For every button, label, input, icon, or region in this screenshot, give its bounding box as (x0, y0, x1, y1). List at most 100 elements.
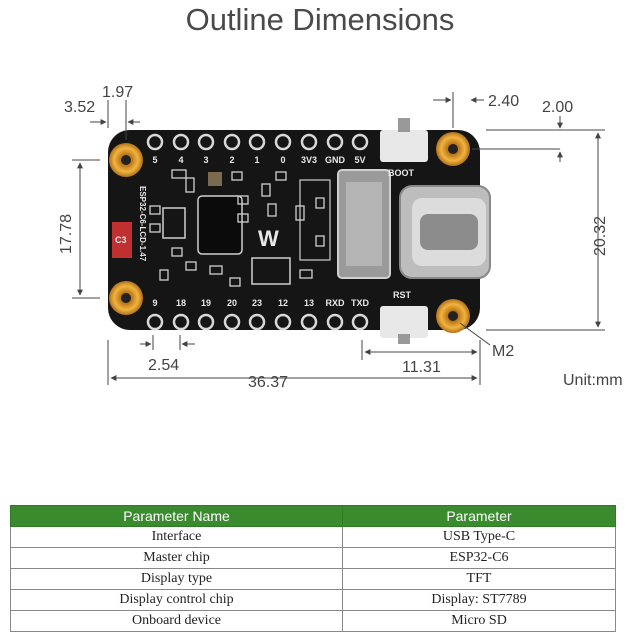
smd-component (171, 247, 183, 257)
mount-hole-bottom-right (436, 299, 470, 333)
pin-label: TXD (351, 298, 370, 308)
table-row: Interface USB Type-C (10, 526, 616, 548)
pin-label: 23 (252, 298, 262, 308)
pin-pad (300, 313, 318, 331)
crystal (162, 207, 186, 239)
pin-pad (223, 313, 241, 331)
pin-pad (248, 133, 266, 151)
pin-pad (172, 133, 190, 151)
smd-component (231, 171, 243, 181)
param-value-cell: ESP32-C6 (342, 547, 616, 569)
pin-pad (274, 133, 292, 151)
pin-label: 5 (152, 155, 157, 165)
param-name-cell: Master chip (10, 547, 343, 569)
smd-component (159, 269, 169, 281)
smd-component (185, 261, 197, 271)
param-name-cell: Interface (10, 526, 343, 548)
param-value-cell: USB Type-C (342, 526, 616, 548)
pin-label: 3 (203, 155, 208, 165)
boot-button (380, 118, 428, 162)
dim-left-offset-1: 1.97 (102, 84, 133, 101)
smd-component (229, 277, 241, 287)
dim-total-width: 36.37 (248, 374, 288, 391)
param-name-cell: Onboard device (10, 610, 343, 632)
pin-label: GND (325, 155, 346, 165)
pin-pad (146, 133, 164, 151)
dim-hole-size: M2 (492, 343, 514, 360)
small-component (208, 172, 222, 186)
pin-label: 18 (176, 298, 186, 308)
mount-hole-bottom-left (109, 281, 143, 315)
dim-top-right-2: 2.00 (542, 99, 573, 116)
mount-hole-top-left (109, 143, 143, 177)
table-row: Onboard device Micro SD (10, 610, 616, 632)
pin-label: 5V (354, 155, 365, 165)
rst-button (380, 306, 428, 344)
table-header-row: Parameter Name Parameter (10, 505, 616, 527)
mount-hole-top-right (436, 132, 470, 166)
dim-height-inner: 17.78 (58, 214, 75, 254)
top-pin-row (146, 133, 369, 151)
dim-top-right-1: 2.40 (488, 93, 519, 110)
pin-pad (351, 133, 369, 151)
pin-label: 12 (278, 298, 288, 308)
pin-pad (326, 133, 344, 151)
pin-label: 20 (227, 298, 237, 308)
usb-type-c-port (399, 185, 491, 279)
table-row: Master chip ESP32-C6 (10, 547, 616, 569)
pin-pad (172, 313, 190, 331)
smd-component (295, 205, 305, 221)
side-label-box (112, 222, 132, 258)
pin-label: RXD (325, 298, 345, 308)
dim-left-offset-2: 3.52 (64, 99, 95, 116)
table-row: Display control chip Display: ST7789 (10, 589, 616, 611)
smd-component (209, 265, 223, 275)
pin-pad (326, 313, 344, 331)
pin-pad (146, 313, 164, 331)
smd-component (275, 171, 287, 181)
pin-label: 2 (229, 155, 234, 165)
side-label: C3 (115, 235, 127, 245)
pin-pad (300, 133, 318, 151)
smd-component (315, 235, 325, 247)
smd-component (149, 205, 161, 215)
param-value-cell: Display: ST7789 (342, 589, 616, 611)
pin-pad (274, 313, 292, 331)
bottom-pin-labels: 9 18 19 20 23 12 13 RXD TXD (152, 298, 369, 308)
svg-text:W: W (258, 226, 279, 251)
rst-label: RST (393, 290, 412, 300)
pin-label: 9 (152, 298, 157, 308)
pin-pad (351, 313, 369, 331)
param-name-cell: Display type (10, 568, 343, 590)
pin-pad (248, 313, 266, 331)
pin-label: 3V3 (301, 155, 317, 165)
bottom-pin-row (146, 313, 369, 331)
waveshare-logo: W (254, 222, 294, 252)
dim-pitch: 2.54 (148, 357, 179, 374)
table-row: Display type TFT (10, 568, 616, 590)
pin-label: 1 (254, 155, 259, 165)
pin-label: 13 (304, 298, 314, 308)
smd-component (237, 213, 249, 223)
pin-label: 19 (201, 298, 211, 308)
unit-label: Unit:mm (563, 372, 623, 389)
parameter-table: Parameter Name Parameter Interface USB T… (10, 505, 616, 632)
param-value-cell: Micro SD (342, 610, 616, 632)
smd-component (237, 195, 249, 205)
esp32-chip (197, 195, 243, 255)
model-text: ESP32-C6-LCD-1.47 (138, 186, 147, 262)
pin-pad (197, 133, 215, 151)
smd-component (267, 203, 277, 217)
dim-height-total: 20.32 (592, 216, 609, 256)
column-header: Parameter (342, 505, 616, 527)
page-title: Outline Dimensions (185, 2, 455, 37)
smd-component (149, 223, 161, 233)
dim-right-segment: 11.31 (402, 359, 441, 376)
smd-component (299, 269, 313, 279)
smd-component (185, 177, 195, 193)
smd-component (315, 197, 325, 209)
boot-label: BOOT (388, 168, 415, 178)
pin-label: 4 (178, 155, 183, 165)
